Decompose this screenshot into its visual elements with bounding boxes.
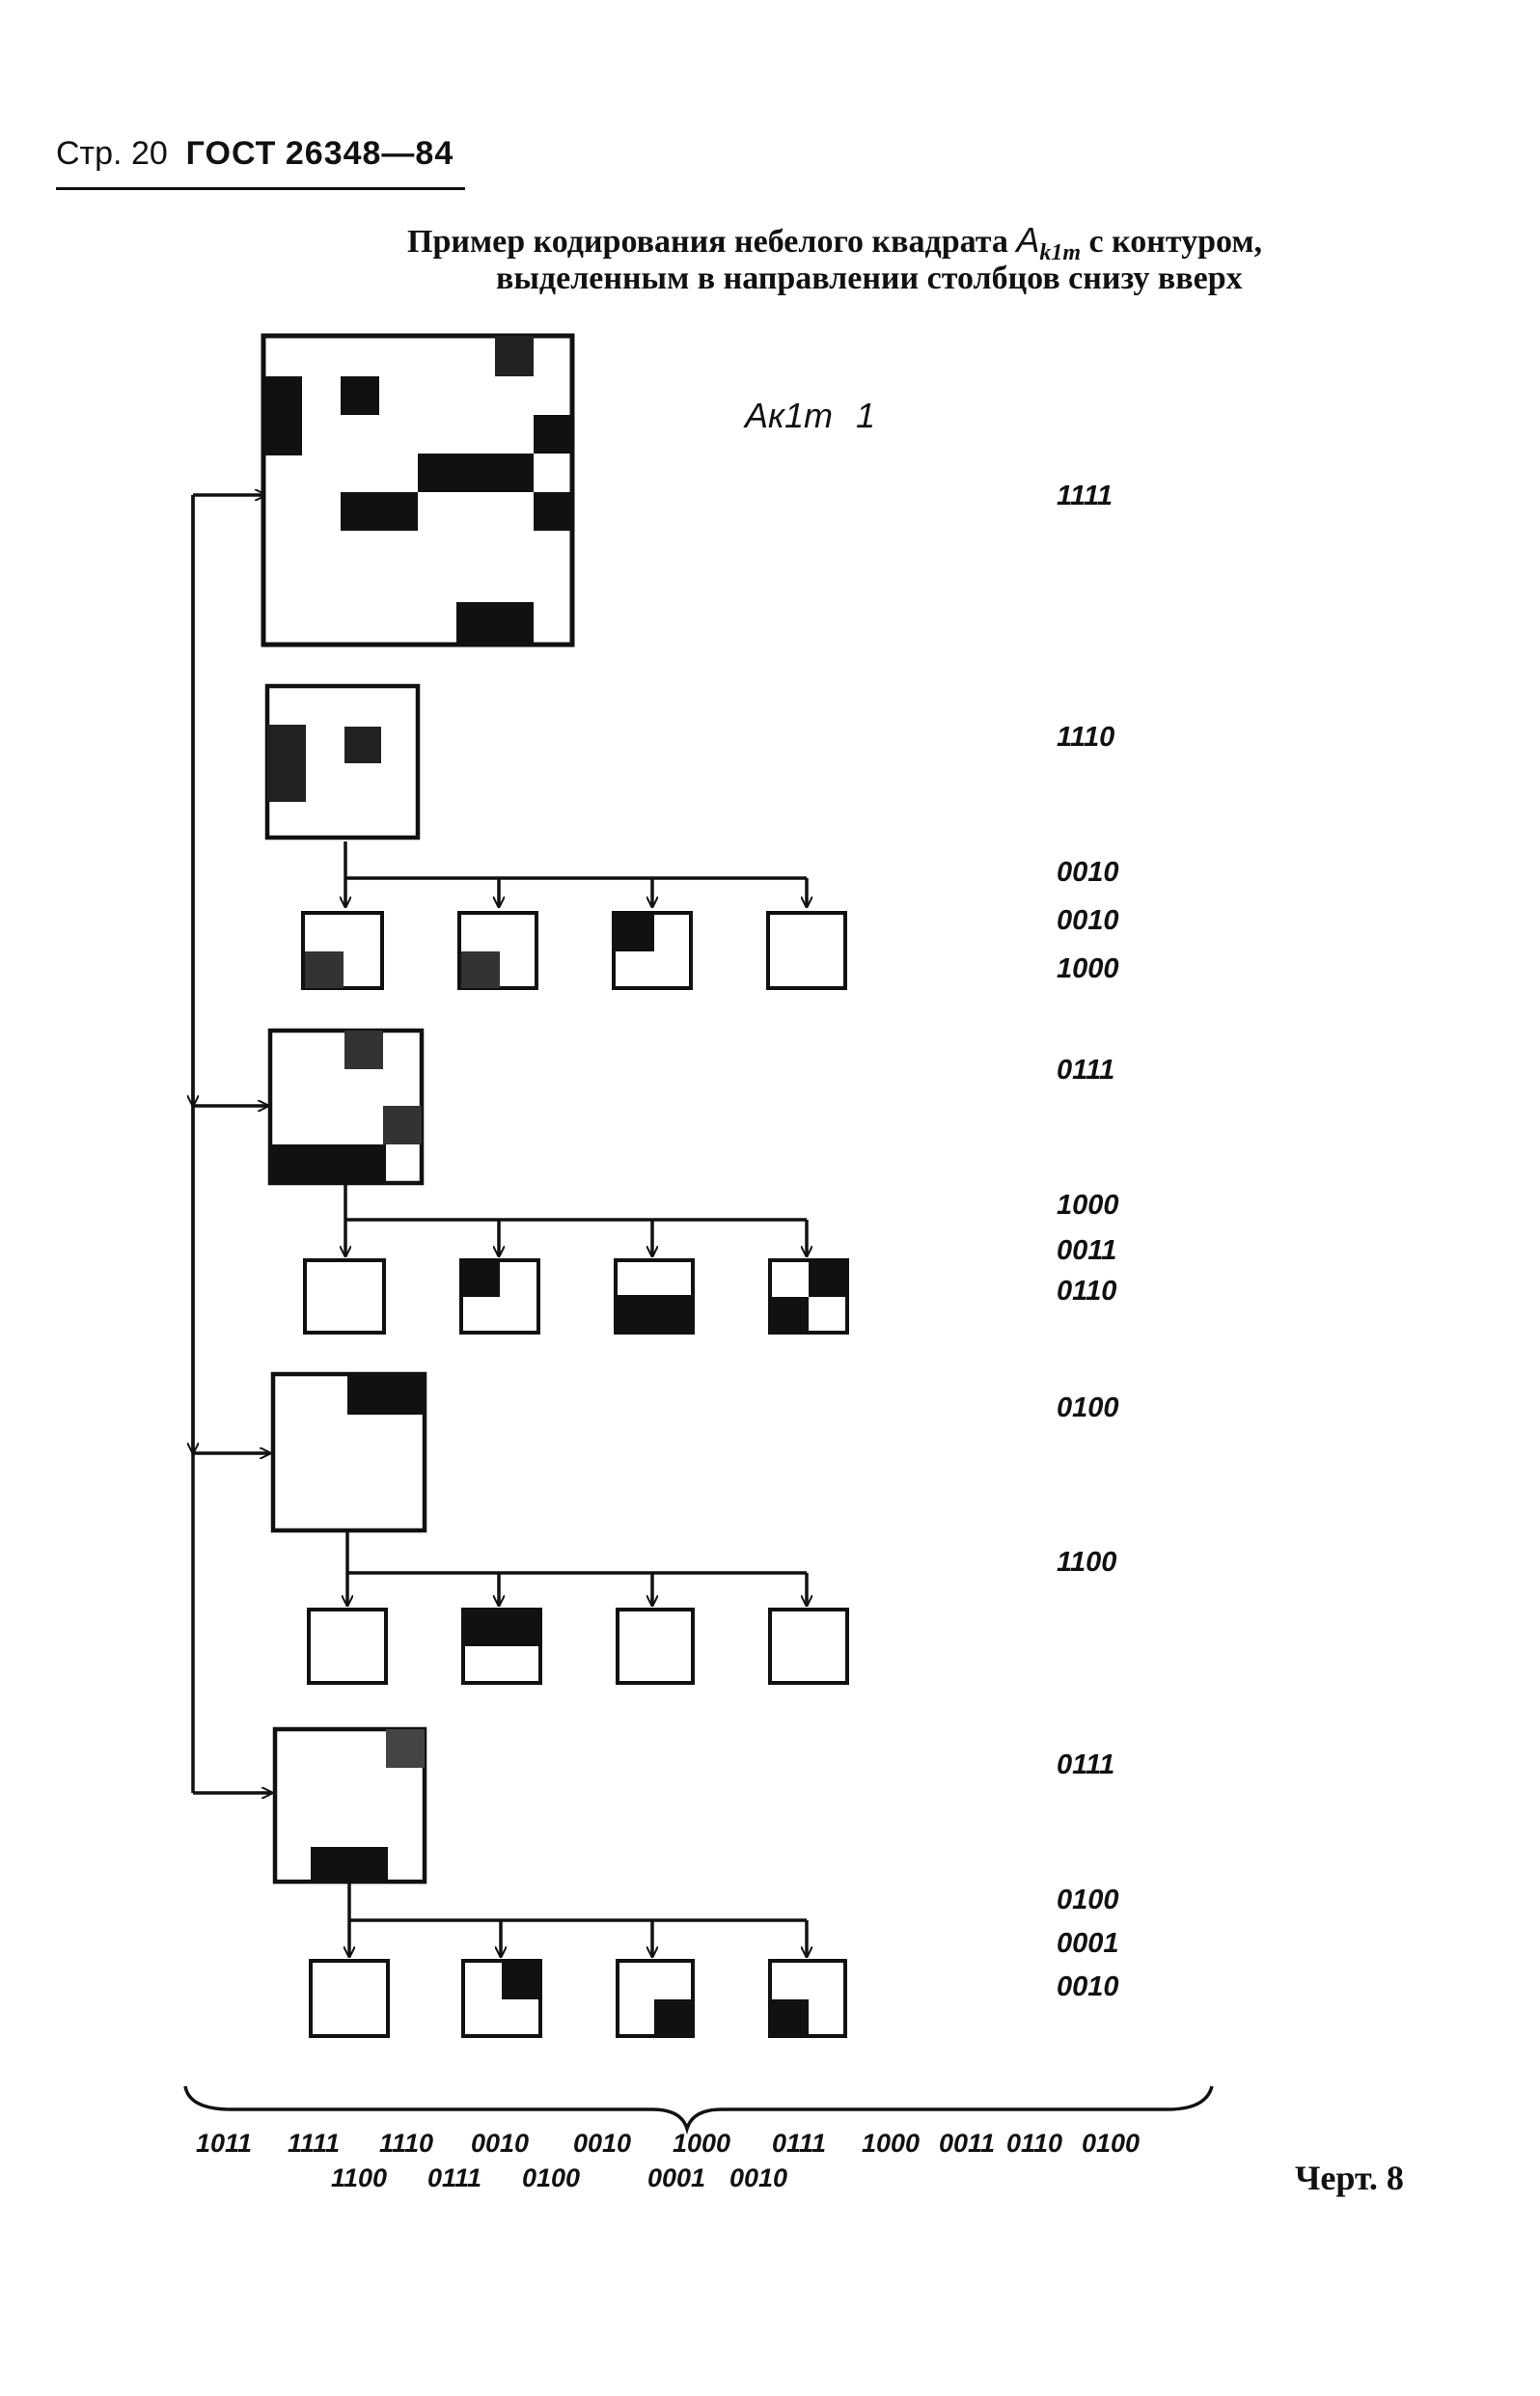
title-subscript: k1m — [1039, 239, 1082, 265]
subsquares-row2 — [303, 1258, 849, 1335]
page-header: Стр. 20 ГОСТ 26348—84 — [56, 135, 454, 173]
page-number: 20 — [130, 135, 168, 172]
code-4: 0010 — [1057, 905, 1119, 936]
summary-brace — [183, 2085, 1214, 2135]
figure-title-line1: Пример кодирования небелого квадрата Ak1… — [407, 220, 1262, 266]
title-text-before: Пример кодирования небелого квадрата — [407, 224, 1008, 260]
diagram-label: Aк1m 1 — [745, 396, 875, 436]
code-5: 1000 — [1057, 953, 1119, 984]
code-3: 0010 — [1057, 857, 1119, 888]
subsquares-row4 — [309, 1959, 847, 2038]
code-2: 1110 — [1057, 722, 1115, 753]
figure-label: Черт. 8 — [1295, 2159, 1404, 2197]
code-6: 0111 — [1057, 1055, 1115, 1086]
title-text-after: с контуром, — [1088, 224, 1263, 260]
square-level1-a — [264, 683, 421, 840]
code-7: 1000 — [1057, 1190, 1119, 1221]
code-9: 0110 — [1057, 1276, 1117, 1307]
subsquares-row1 — [301, 911, 847, 990]
square-top-level — [261, 333, 575, 647]
code-1: 1111 — [1057, 481, 1114, 511]
square-level1-b — [267, 1028, 425, 1186]
code-10: 0100 — [1057, 1392, 1119, 1423]
code-13: 0100 — [1057, 1885, 1119, 1915]
square-level1-c — [270, 1371, 427, 1533]
code-15: 0010 — [1057, 1971, 1119, 2002]
code-8: 0011 — [1057, 1235, 1117, 1266]
code-12: 0111 — [1057, 1749, 1115, 1780]
code-14: 0001 — [1057, 1928, 1119, 1959]
diagram-label-text: Aк1m — [745, 396, 834, 435]
connectors — [183, 495, 1214, 2135]
subsquares-row3 — [307, 1608, 849, 1685]
standard-name: ГОСТ — [185, 135, 277, 172]
header-rule — [56, 187, 465, 190]
code-11: 1100 — [1057, 1547, 1117, 1578]
title-symbol: A — [1016, 220, 1040, 260]
square-level1-d — [272, 1726, 427, 1885]
diagram-label-mark: 1 — [856, 396, 876, 435]
page-prefix: Стр. — [56, 135, 123, 172]
standard-number: 26348—84 — [285, 135, 454, 172]
figure-title-line2: выделенным в направлении столбцов снизу … — [496, 261, 1243, 296]
